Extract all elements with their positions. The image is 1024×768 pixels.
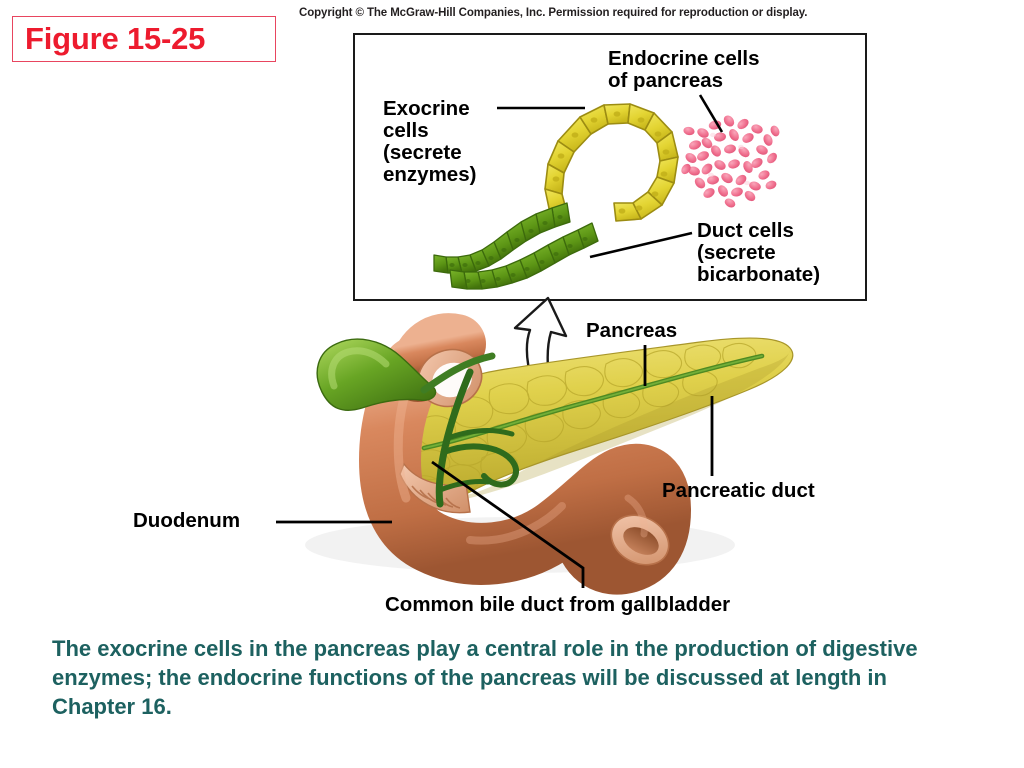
gallbladder-organ: [316, 338, 496, 411]
anatomy-leader-lines: [276, 345, 714, 588]
figure-number-label: Figure 15-25: [25, 21, 206, 56]
cystic-duct: [420, 352, 496, 394]
zoom-callout-arrow: [513, 296, 568, 406]
label-pancreas: Pancreas: [586, 319, 678, 342]
duodenum-cutaway-window: [399, 462, 471, 514]
pancreatic-duct-line: [421, 353, 765, 451]
label-pancreatic-duct: Pancreatic duct: [662, 479, 815, 502]
duodenum-cut-rim-top: [417, 348, 483, 408]
label-duodenum: Duodenum: [133, 509, 241, 532]
figure-number-badge: Figure 15-25: [12, 16, 276, 62]
duodenum-cut-rim-right: [610, 514, 670, 566]
label-endocrine-cells: Endocrine cells of pancreas: [608, 47, 760, 93]
copyright-notice: Copyright © The McGraw-Hill Companies, I…: [299, 7, 808, 19]
gross-anatomy-artwork: [276, 313, 794, 595]
label-duct-cells: Duct cells (secrete bicarbonate): [697, 219, 821, 287]
label-common-bile-duct: Common bile duct from gallbladder: [385, 593, 731, 616]
common-bile-duct: [435, 368, 519, 508]
zoom-source-box: [532, 395, 549, 411]
duodenum-organ: [359, 313, 691, 595]
plicae-circulares: [411, 485, 461, 509]
slide-caption: The exocrine cells in the pancreas play …: [52, 636, 918, 720]
label-exocrine-cells: Exocrine cells (secrete enzymes): [383, 97, 477, 187]
leader-common-bile-duct: [431, 460, 585, 588]
